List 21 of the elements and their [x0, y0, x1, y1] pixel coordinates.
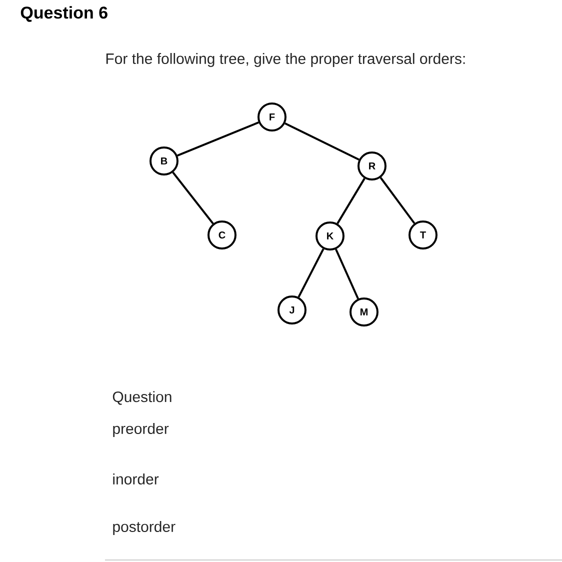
tree-edge: [284, 122, 360, 161]
title: Question 6: [20, 6, 108, 22]
tree-node: B: [150, 146, 178, 176]
tree-node: K: [316, 222, 344, 250]
tree-edge: [335, 248, 359, 300]
tree-edge: [298, 248, 324, 298]
instruction-text: For the following tree, give the proper traversal orders:: [106, 53, 465, 67]
tree-node: M: [350, 298, 378, 326]
tree-node: R: [358, 152, 386, 180]
tree-edge: [177, 122, 259, 156]
tree-node: J: [278, 296, 306, 324]
tree-node: F: [258, 102, 286, 132]
answer-label: preorder: [113, 423, 169, 437]
tree-edge: [380, 177, 416, 224]
answer-label: postorder: [113, 521, 176, 535]
heading-text: Question: [112, 391, 172, 405]
tree-node: T: [408, 220, 438, 250]
tree-node: C: [208, 220, 236, 250]
answer-label: inorder: [113, 474, 159, 484]
tree-edge: [336, 178, 366, 224]
tree-edge: [172, 172, 214, 224]
